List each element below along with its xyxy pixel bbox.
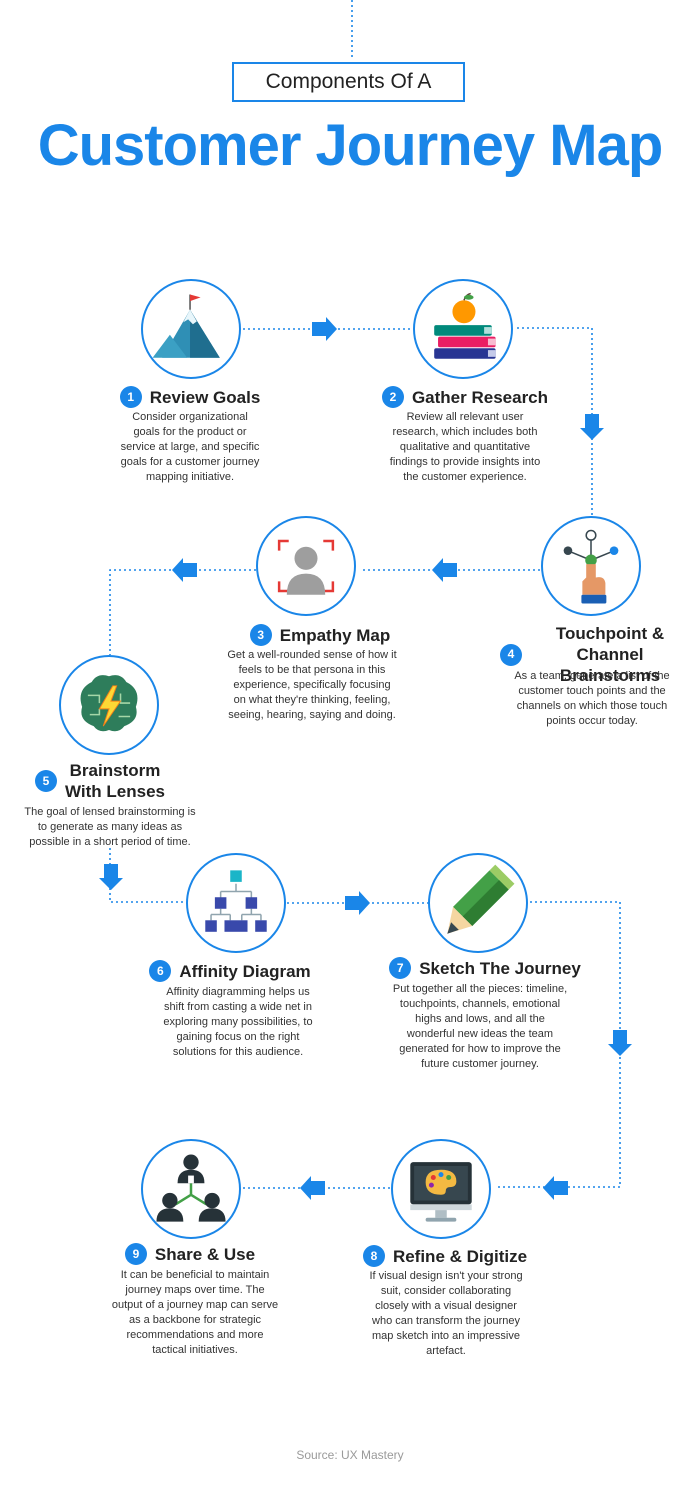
step-5-heading: 5 Brainstorm With Lenses (20, 760, 180, 802)
step-number-badge: 5 (35, 770, 57, 792)
step-7-heading: 7 Sketch The Journey (385, 957, 585, 979)
arrow-right-icon (345, 891, 370, 915)
step-title: Gather Research (411, 387, 549, 407)
step-6-icon-circle (186, 853, 286, 953)
brain-lightning-icon (80, 675, 138, 732)
hand-touchpoint-icon (563, 529, 619, 604)
step-5-description: The goal of lensed brainstorming is to g… (24, 806, 196, 848)
arrow-down-icon (580, 414, 604, 440)
hierarchy-diagram-icon (205, 870, 267, 932)
step-3-description: Get a well-rounded sense of how it feels… (227, 649, 397, 721)
step-number-badge: 3 (249, 624, 272, 646)
step-number-badge: 7 (389, 957, 412, 979)
connector-3-5 (109, 569, 256, 655)
monitor-palette-icon (410, 1162, 472, 1222)
subtitle-box: Components Of A (232, 62, 465, 102)
arrow-down-icon (608, 1030, 632, 1056)
step-title: Refine & Digitize (392, 1246, 528, 1266)
connector-5-6 (109, 848, 185, 903)
step-title: Share & Use (154, 1244, 256, 1264)
step-3-icon-circle (256, 516, 356, 616)
arrow-left-icon (172, 558, 197, 582)
arrow-left-icon (543, 1176, 568, 1200)
step-title: Sketch The Journey (419, 958, 581, 978)
pencil-icon (447, 864, 515, 934)
subtitle: Components Of A (265, 70, 432, 93)
step-9-icon-circle (141, 1139, 241, 1239)
arrow-right-icon (312, 317, 337, 341)
books-apple-icon (434, 292, 496, 359)
step-1-heading: 1 Review Goals (95, 386, 285, 408)
step-2-description: Review all relevant user research, which… (389, 411, 541, 483)
step-9-heading: 9 Share & Use (100, 1243, 280, 1265)
step-2-icon-circle (413, 279, 513, 379)
arrow-left-icon (432, 558, 457, 582)
step-title: Brainstorm With Lenses (65, 761, 165, 801)
step-8-heading: 8 Refine & Digitize (350, 1245, 540, 1267)
step-1-icon-circle (141, 279, 241, 379)
step-title: Affinity Diagram (179, 961, 311, 981)
step-2-heading: 2 Gather Research (370, 386, 560, 408)
step-7-icon-circle (428, 853, 528, 953)
step-number-badge: 8 (362, 1245, 385, 1267)
connector-2-4 (517, 327, 593, 515)
step-6-heading: 6 Affinity Diagram (140, 960, 320, 982)
page-title: Customer Journey Map (37, 113, 664, 178)
step-9-description: It can be beneficial to maintain journey… (111, 1269, 279, 1356)
step-5-icon-circle (59, 655, 159, 755)
step-number-badge: 9 (124, 1243, 147, 1265)
step-number-badge: 1 (119, 386, 142, 408)
step-8-description: If visual design isn't your strong suit,… (369, 1270, 523, 1357)
step-7-description: Put together all the pieces: timeline, t… (392, 983, 568, 1070)
step-title: Review Goals (149, 387, 261, 407)
step-1-description: Consider organizational goals for the pr… (120, 411, 260, 483)
step-4-description: As a team, generate a list of the custom… (514, 670, 670, 727)
people-share-icon (156, 1154, 226, 1222)
step-number-badge: 4 (500, 643, 522, 666)
persona-focus-icon (277, 539, 335, 595)
step-title: Touchpoint & Channel Brainstorms (555, 624, 665, 685)
step-6-description: Affinity diagramming helps us shift from… (163, 986, 313, 1058)
source-credit: Source: UX Mastery (296, 1448, 404, 1462)
step-title: Empathy Map (279, 625, 391, 645)
arrow-down-icon (99, 864, 123, 890)
step-8-icon-circle (391, 1139, 491, 1239)
step-4-heading: 4 Touchpoint & Channel Brainstorms (500, 623, 690, 686)
arrow-left-icon (300, 1176, 325, 1200)
step-number-badge: 2 (381, 386, 404, 408)
mountain-flag-icon (152, 294, 220, 358)
step-number-badge: 6 (149, 960, 172, 982)
step-4-icon-circle (541, 516, 641, 616)
step-3-heading: 3 Empathy Map (225, 624, 415, 646)
